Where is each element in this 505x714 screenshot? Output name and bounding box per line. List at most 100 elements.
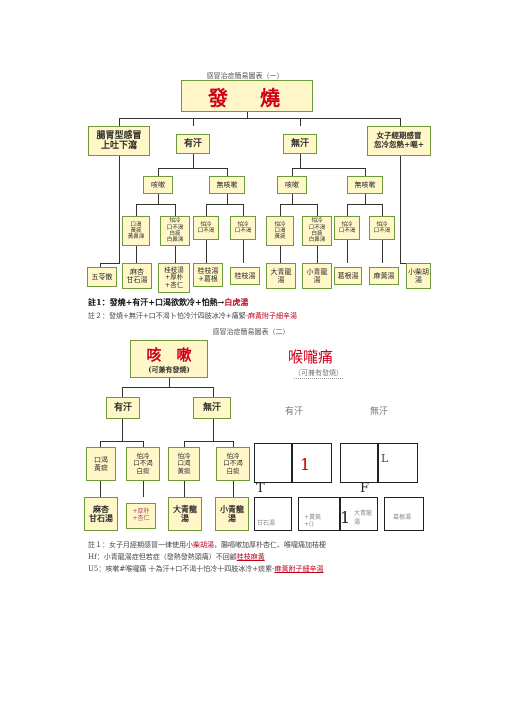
level3-box: 怕冷 口不渴 [193, 216, 219, 240]
level3-box: 怕冷 口不渴 [369, 216, 395, 240]
connector [213, 387, 214, 397]
level1-label: 有汗 [183, 138, 202, 149]
level2-cough-box: 咳嗽 [143, 176, 173, 194]
connector [119, 156, 120, 263]
level3-box: 怕冷 口渴 黃痰 [266, 216, 294, 246]
connector [206, 204, 244, 205]
leaf-box: 五苓散 [87, 267, 117, 287]
root-fever-label: 發 燒 [208, 85, 286, 110]
c2-leaf-box: 小青龍 湯 [215, 497, 249, 531]
level3-label: 怕冷 口不渴 [234, 221, 252, 234]
c2-level2-label: 怕冷 口不渴 白痰 [223, 451, 243, 475]
note3: 註１：女子月經期感冒一律使用小柴胡湯，腸嗝嗽加厚朴杏仁、喉嚨痛加桔梗 [88, 540, 326, 550]
connector [184, 441, 234, 442]
level1-nosweat-box: 無汗 [283, 134, 317, 154]
level3-box: 怕冷 口不渴 白痰 白鼻涕 [160, 216, 190, 246]
root-cough-box: 咳 嗽 (可兼有發燒) [130, 340, 208, 378]
connector [100, 481, 101, 497]
note3-link[interactable]: 小柴胡湯 [186, 541, 214, 549]
level2-nocough-box: 無咳嗽 [209, 176, 245, 194]
level3-box: 怕冷 口不渴 [230, 216, 256, 240]
connector [184, 441, 185, 447]
c3-grid-box [340, 497, 378, 531]
connector [382, 204, 383, 216]
connector [143, 441, 144, 447]
connector [300, 154, 301, 168]
connector [100, 263, 101, 267]
c3-cell: 甘石湯 [257, 520, 276, 527]
connector [233, 481, 234, 497]
leaf-label: 小青龍 湯 [306, 267, 328, 284]
note4: Hf：小青龍湯症但若症（發熱發熱頭痛）不回顧桂枝麻黃 [88, 552, 265, 562]
note5-link[interactable]: 麻黃附子細辛湯 [274, 565, 324, 573]
level2-cough-box: 咳嗽 [277, 176, 307, 194]
c2-leaf-label: 大青龍 湯 [173, 503, 197, 523]
c2-level2-label: 口渴 黃痰 [94, 455, 108, 472]
note1-link[interactable]: 白虎湯 [224, 297, 249, 307]
connector [100, 441, 101, 447]
chart2-title: 感冒治症簡易圖表（二） [212, 328, 290, 336]
level3-label: 怕冷 口不渴 [197, 221, 215, 234]
level3-box: 怕冷 口不渴 白痰 白鼻涕 [302, 216, 332, 246]
connector [100, 263, 120, 264]
c2-level2-box: 怕冷 口不渴 白痰 [216, 447, 250, 481]
c2-leaf-box: 大青龍 湯 [168, 497, 202, 531]
c3-cell: +黃苠 +() [304, 514, 322, 528]
connector [227, 168, 228, 176]
connector [136, 204, 137, 216]
level3-label: 怕冷 口渴 黃痰 [274, 221, 286, 241]
level2-nocough-box: 無咳嗽 [347, 176, 383, 194]
note2-link[interactable]: 麻黃附子細辛湯 [247, 312, 297, 320]
level3-label: 怕冷 口不渴 [373, 221, 391, 234]
leaf-label: 大青龍 湯 [270, 267, 292, 284]
connector [136, 204, 176, 205]
c3-grid-box [292, 443, 332, 483]
note5: U5：咳嗽#喉嚨痛 十為汗+口不渴十怕冷十四肢冰冷+痰累-麻黃附子細辛湯 [88, 564, 324, 574]
connector [382, 240, 383, 263]
note2-text: 註２：發燒+無汗+口不渴卜怕冷汁四肢冰冷+痛緊- [88, 312, 248, 320]
note1: 註1：發燒+有汗+口渴欲飲冷+怕熱→白虎湯 [88, 297, 248, 308]
level3-box: 怕冷 口不渴 [334, 216, 360, 240]
connector [158, 168, 228, 169]
connector [119, 118, 120, 126]
connector [292, 194, 293, 204]
leaf-box: 桂枝湯 [230, 267, 260, 285]
c2-level1-label: 無汗 [202, 402, 221, 413]
connector [122, 387, 123, 397]
note5-text: U5：咳嗽#喉嚨痛 十為汗+口不渴十怕冷十四肢冰冷+痰累- [88, 565, 275, 573]
connector [193, 118, 194, 126]
connector [300, 118, 301, 126]
level1-gastro-box: 腸胃型感冒 上吐下瀉 [88, 126, 150, 156]
c2-level2-label: 怕冷 口不渴 白痰 [133, 451, 153, 475]
connector [206, 204, 207, 216]
c3-level1-nosweat: 無汗 [370, 407, 389, 417]
connector [169, 378, 170, 387]
c3-grid-box [298, 497, 340, 531]
c2-leaf-label: +厚朴 +杏仁 [132, 508, 150, 522]
c3-grid-box [378, 443, 418, 483]
leaf-box: 大青龍 湯 [266, 263, 296, 289]
level2-label: 無咳嗽 [216, 180, 238, 189]
note4-link[interactable]: 桂枝麻黃 [236, 553, 265, 561]
connector [347, 240, 348, 263]
connector [122, 387, 214, 388]
connector [243, 204, 244, 216]
level3-label: 口渴 黃痰 黃鼻涕 [127, 221, 145, 241]
c3-grid-box [340, 443, 378, 483]
root-fever-box: 發 燒 [181, 80, 313, 112]
c3-mark: T [256, 481, 265, 496]
connector [158, 168, 159, 176]
leaf-box: 桂枝湯 +葛根 [193, 263, 223, 287]
c3-mark: 1 [300, 455, 311, 474]
connector [158, 194, 159, 204]
level2-label: 無咳嗽 [354, 180, 376, 189]
root-cough-label: 咳 嗽 [146, 345, 192, 364]
note4-text: Hf：小青龍湯症但若症（發熱發熱頭痛）不回顧 [88, 553, 237, 561]
leaf-label: 葛根湯 [337, 271, 359, 280]
c2-leaf-box: +厚朴 +杏仁 [126, 503, 156, 529]
leaf-box: 桂枝湯 +厚朴 +杏仁 [158, 263, 190, 293]
c3-cell: 大青龍 湯 [354, 510, 373, 526]
connector [213, 419, 214, 441]
connector [193, 154, 194, 168]
c3-mark: 1 [340, 508, 351, 527]
